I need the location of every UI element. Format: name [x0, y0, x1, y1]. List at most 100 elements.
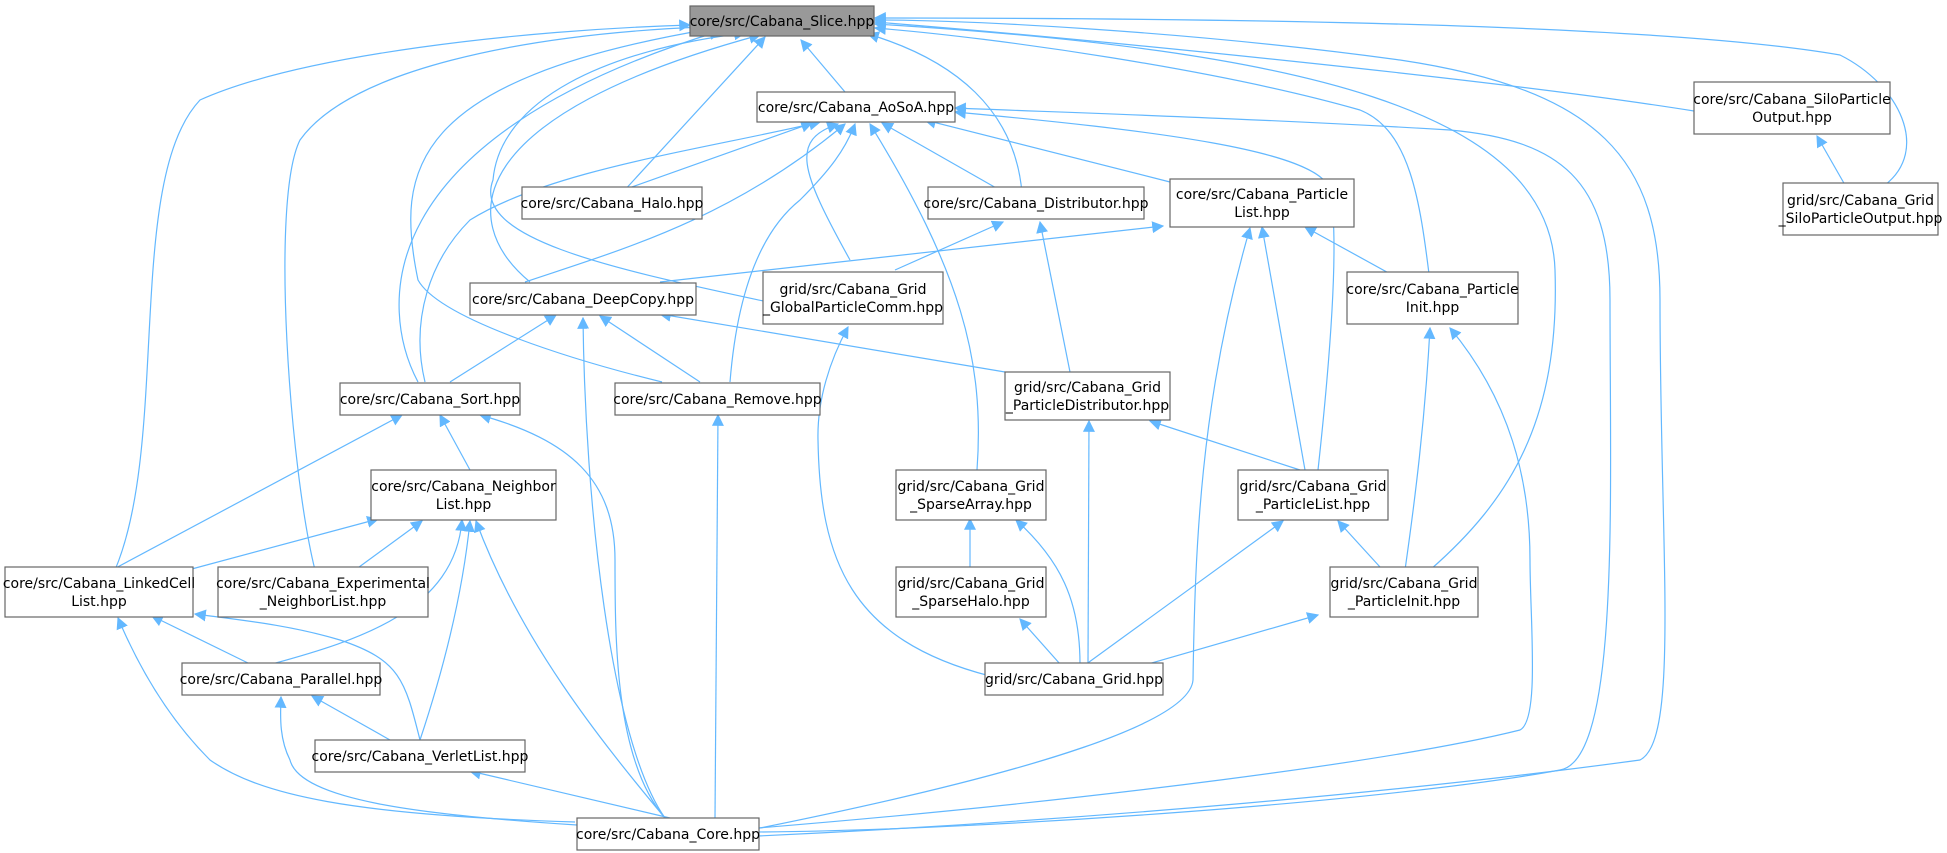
node-sparsearray[interactable]: grid/src/Cabana_Grid _SparseArray.hpp: [895, 469, 1047, 521]
edge-distributor-to-aosoa: [880, 122, 1006, 194]
edge-expnlist-to-slice: [284, 21, 702, 571]
node-label-line: _SiloParticleOutput.hpp: [1778, 211, 1943, 227]
node-label-line: _SparseHalo.hpp: [911, 594, 1030, 610]
node-nlist[interactable]: core/src/Cabana_NeighborList.hpp: [370, 469, 557, 521]
edge-distributor-to-slice: [866, 31, 1023, 194]
node-box[interactable]: [181, 662, 381, 696]
node-box[interactable]: [314, 739, 526, 773]
node-box[interactable]: [1004, 371, 1171, 421]
edge-grid-to-gpcomm: [817, 325, 991, 677]
edge-verlet-to-linkedcell: [193, 609, 421, 741]
edge-deepcopy-to-slice: [490, 32, 762, 283]
node-sparsehalo[interactable]: grid/src/Cabana_Grid_SparseHalo.hpp: [895, 566, 1047, 618]
node-label-line: _ParticleList.hpp: [1255, 497, 1370, 513]
edge-core-to-verlet: [468, 767, 671, 819]
node-box[interactable]: [4, 566, 194, 618]
node-gpinit[interactable]: grid/src/Cabana_Grid_ParticleInit.hpp: [1329, 566, 1479, 618]
edge-linkedcell-to-sort: [111, 414, 404, 571]
node-gpcomm[interactable]: grid/src/Cabana_Grid_GlobalParticleComm.…: [762, 271, 944, 325]
node-label-line: grid/src/Cabana_Grid.hpp: [985, 672, 1163, 688]
node-box[interactable]: [217, 566, 429, 618]
node-label-line: core/src/Cabana_SiloParticle: [1693, 92, 1890, 108]
node-halo[interactable]: core/src/Cabana_Halo.hpp: [521, 186, 704, 220]
node-parallel[interactable]: core/src/Cabana_Parallel.hpp: [180, 662, 383, 696]
node-label-line: core/src/Cabana_Halo.hpp: [521, 196, 704, 212]
node-aosoa[interactable]: core/src/Cabana_AoSoA.hpp: [756, 91, 956, 123]
edge-core-to-linkedcell: [116, 616, 576, 823]
edge-verlet-to-nlist: [419, 519, 475, 741]
node-box[interactable]: [1346, 271, 1519, 325]
node-label-line: core/src/Cabana_Parallel.hpp: [180, 672, 383, 688]
edge-remove-to-aosoa: [729, 122, 857, 383]
edge-core-to-slice: [757, 14, 1666, 837]
node-grid[interactable]: grid/src/Cabana_Grid.hpp: [984, 662, 1164, 696]
edge-core-to-aosoa: [757, 102, 1612, 833]
node-box[interactable]: [984, 662, 1164, 696]
node-gpdist[interactable]: grid/src/Cabana_Grid _ParticleDistributor…: [1004, 371, 1171, 421]
node-label-line: core/src/Cabana_Distributor.hpp: [924, 196, 1149, 212]
node-verlet[interactable]: core/src/Cabana_VerletList.hpp: [312, 739, 529, 773]
node-label-line: core/src/Cabana_LinkedCell: [3, 576, 195, 592]
edge-deepcopy-to-aosoa: [524, 123, 846, 283]
node-box[interactable]: [1782, 182, 1939, 236]
node-label-line: core/src/Cabana_Particle: [1346, 282, 1518, 298]
node-box[interactable]: [756, 91, 956, 123]
node-box[interactable]: [1169, 178, 1355, 228]
edge-expnlist-to-nlist: [354, 520, 423, 571]
edge-gpinit-to-pinit: [1404, 326, 1436, 571]
node-gplist[interactable]: grid/src/Cabana_Grid_ParticleList.hpp: [1237, 469, 1389, 521]
node-remove[interactable]: core/src/Cabana_Remove.hpp: [613, 382, 822, 416]
edge-deepcopy-to-plist: [659, 221, 1165, 283]
node-label-line: grid/src/Cabana_Grid: [898, 479, 1045, 495]
edge-gridsilo-to-silo: [1816, 134, 1846, 186]
node-label-line: core/src/Cabana_Sort.hpp: [340, 392, 520, 408]
edge-sort-to-slice: [398, 28, 722, 383]
node-box[interactable]: [1693, 81, 1891, 135]
node-box[interactable]: [1329, 566, 1479, 618]
edge-gpcomm-to-distributor: [894, 220, 1005, 271]
node-box[interactable]: [895, 566, 1047, 618]
node-slice[interactable]: core/src/Cabana_Slice.hpp: [689, 5, 875, 37]
node-sort[interactable]: core/src/Cabana_Sort.hpp: [339, 382, 521, 416]
node-expnlist[interactable]: core/src/Cabana_Experimental_NeighborLis…: [216, 566, 430, 618]
node-box[interactable]: [469, 282, 697, 316]
edge-nlist-to-sort: [439, 413, 471, 471]
node-distributor[interactable]: core/src/Cabana_Distributor.hpp: [924, 186, 1149, 220]
node-label-line: core/src/Cabana_Core.hpp: [576, 827, 760, 843]
dependency-edges: [111, 12, 1908, 837]
node-label-line: _SparseArray.hpp: [909, 497, 1032, 513]
node-label-line: _ParticleDistributor.hpp: [1005, 398, 1169, 414]
node-silo[interactable]: core/src/Cabana_SiloParticleOutput.hpp: [1693, 81, 1891, 135]
edge-gpcomm-to-slice: [490, 28, 769, 303]
node-box[interactable]: [689, 5, 875, 37]
node-gridsilo[interactable]: grid/src/Cabana_Grid _SiloParticleOutput.…: [1778, 182, 1943, 236]
edge-gplist-to-gpdist: [1148, 418, 1301, 471]
node-box[interactable]: [1237, 469, 1389, 521]
node-box[interactable]: [927, 186, 1145, 220]
edge-remove-to-deepcopy: [598, 315, 701, 383]
edge-grid-to-sparsearray: [1015, 519, 1081, 665]
edge-core-to-plist: [749, 226, 1253, 831]
edge-grid-to-gplist: [1084, 520, 1284, 666]
node-box[interactable]: [614, 382, 821, 416]
node-label-line: grid/src/Cabana_Grid: [1787, 193, 1934, 209]
node-pinit[interactable]: core/src/Cabana_ParticleInit.hpp: [1346, 271, 1519, 325]
file-nodes: core/src/Cabana_Slice.hpp core/src/Cabana…: [3, 5, 1943, 851]
node-label-line: core/src/Cabana_AoSoA.hpp: [758, 100, 954, 116]
node-box[interactable]: [762, 271, 944, 325]
node-deepcopy[interactable]: core/src/Cabana_DeepCopy.hpp: [469, 282, 697, 316]
node-box[interactable]: [895, 469, 1047, 521]
node-label-line: _NeighborList.hpp: [259, 594, 387, 610]
node-box[interactable]: [576, 817, 760, 851]
edge-linkedcell-to-nlist: [187, 516, 380, 571]
node-box[interactable]: [339, 382, 521, 416]
edge-aosoa-to-slice: [800, 39, 846, 93]
node-box[interactable]: [370, 469, 557, 521]
node-box[interactable]: [521, 186, 703, 220]
edge-gpdist-to-distributor: [1036, 220, 1071, 373]
node-core[interactable]: core/src/Cabana_Core.hpp: [576, 817, 760, 851]
edge-grid-to-sparsehalo: [1019, 618, 1061, 665]
node-label-line: grid/src/Cabana_Grid: [1014, 380, 1161, 396]
node-plist[interactable]: core/src/Cabana_ParticleList.hpp: [1169, 178, 1355, 228]
